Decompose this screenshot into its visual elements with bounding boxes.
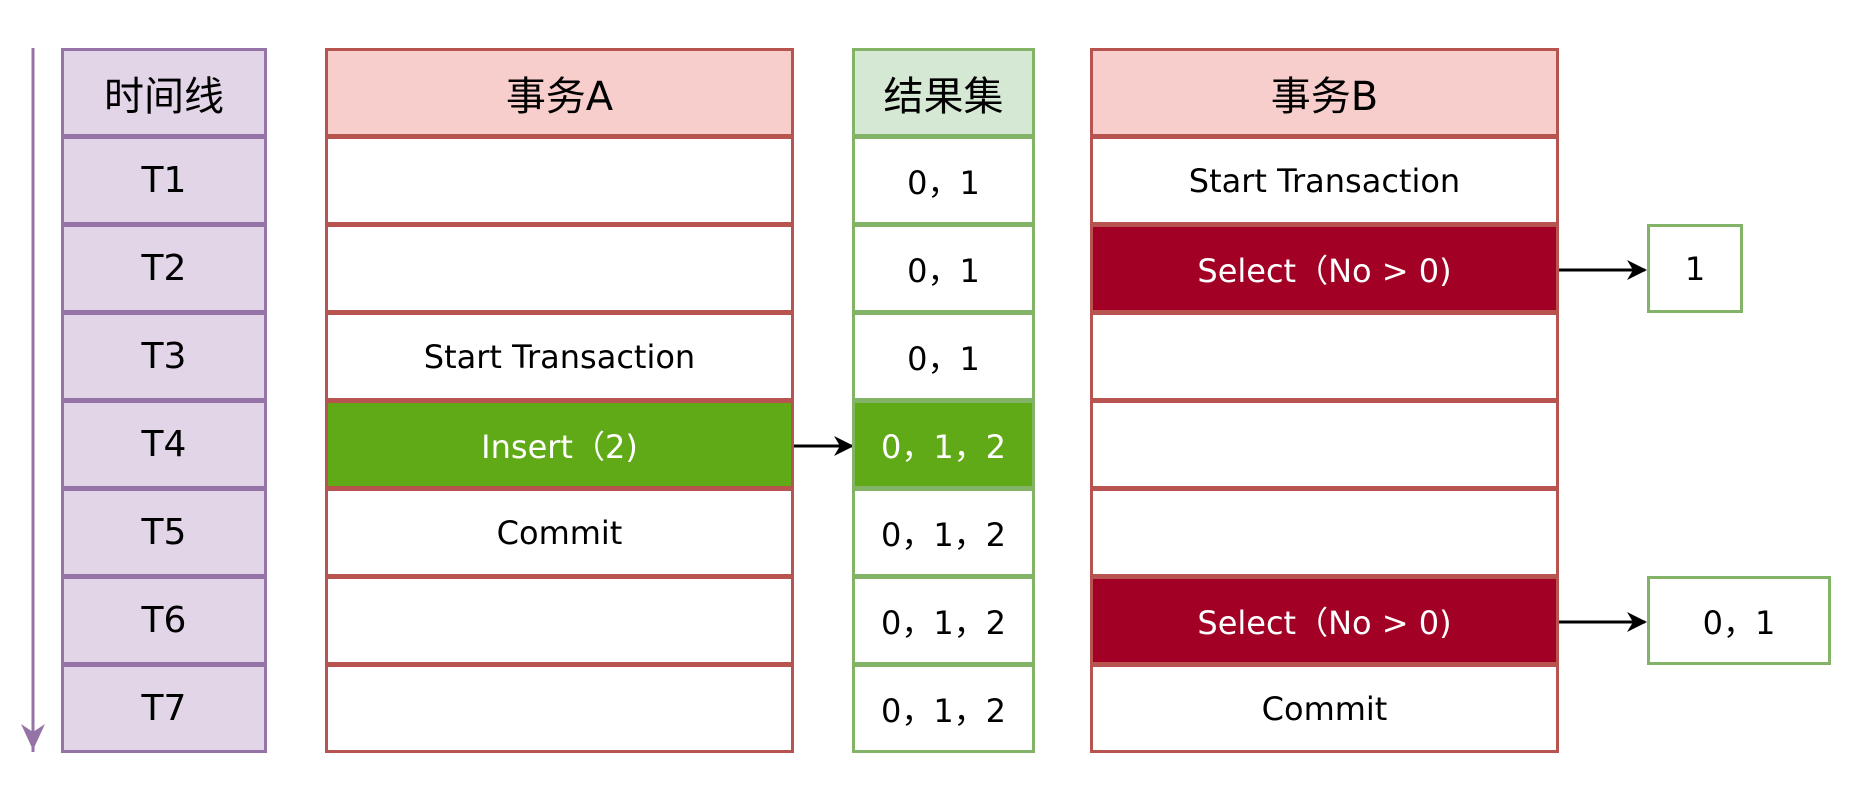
transaction-b-row: Commit	[1090, 664, 1559, 753]
result-set-header: 结果集	[852, 48, 1035, 137]
transaction-a-row	[325, 136, 794, 225]
query-result-t6: 0，1	[1647, 576, 1831, 665]
transaction-a-row: Start Transaction	[325, 312, 794, 401]
timeline-arrow-head	[21, 724, 45, 750]
timeline-row: T5	[61, 488, 267, 577]
result-set-row-highlighted: 0，1，2	[852, 400, 1035, 489]
timeline-row: T3	[61, 312, 267, 401]
result-set-row: 0，1，2	[852, 664, 1035, 753]
result-set-row: 0，1	[852, 312, 1035, 401]
result-set-row: 0，1，2	[852, 576, 1035, 665]
transaction-b-row	[1090, 400, 1559, 489]
result-set-row: 0，1	[852, 136, 1035, 225]
timeline-row: T6	[61, 576, 267, 665]
transaction-a-header: 事务A	[325, 48, 794, 137]
transaction-b-row	[1090, 312, 1559, 401]
transaction-b-select-row: Select（No > 0)	[1090, 576, 1559, 665]
transaction-b-row	[1090, 488, 1559, 577]
transaction-b-select-row: Select（No > 0)	[1090, 224, 1559, 313]
transaction-b-header: 事务B	[1090, 48, 1559, 137]
timeline-row: T4	[61, 400, 267, 489]
query-result-t2: 1	[1647, 224, 1743, 313]
timeline-header: 时间线	[61, 48, 267, 137]
transaction-b-row: Start Transaction	[1090, 136, 1559, 225]
transaction-a-row	[325, 224, 794, 313]
transaction-a-insert-row: Insert（2)	[325, 400, 794, 489]
result-set-row: 0，1，2	[852, 488, 1035, 577]
timeline-row: T1	[61, 136, 267, 225]
insert-to-result-arrow-head	[834, 436, 854, 456]
timeline-row: T7	[61, 664, 267, 753]
transaction-a-row	[325, 576, 794, 665]
select1-to-result-arrow-head	[1627, 260, 1647, 280]
transaction-a-row: Commit	[325, 488, 794, 577]
result-set-row: 0，1	[852, 224, 1035, 313]
transaction-a-row	[325, 664, 794, 753]
timeline-row: T2	[61, 224, 267, 313]
select2-to-result-arrow-head	[1627, 612, 1647, 632]
